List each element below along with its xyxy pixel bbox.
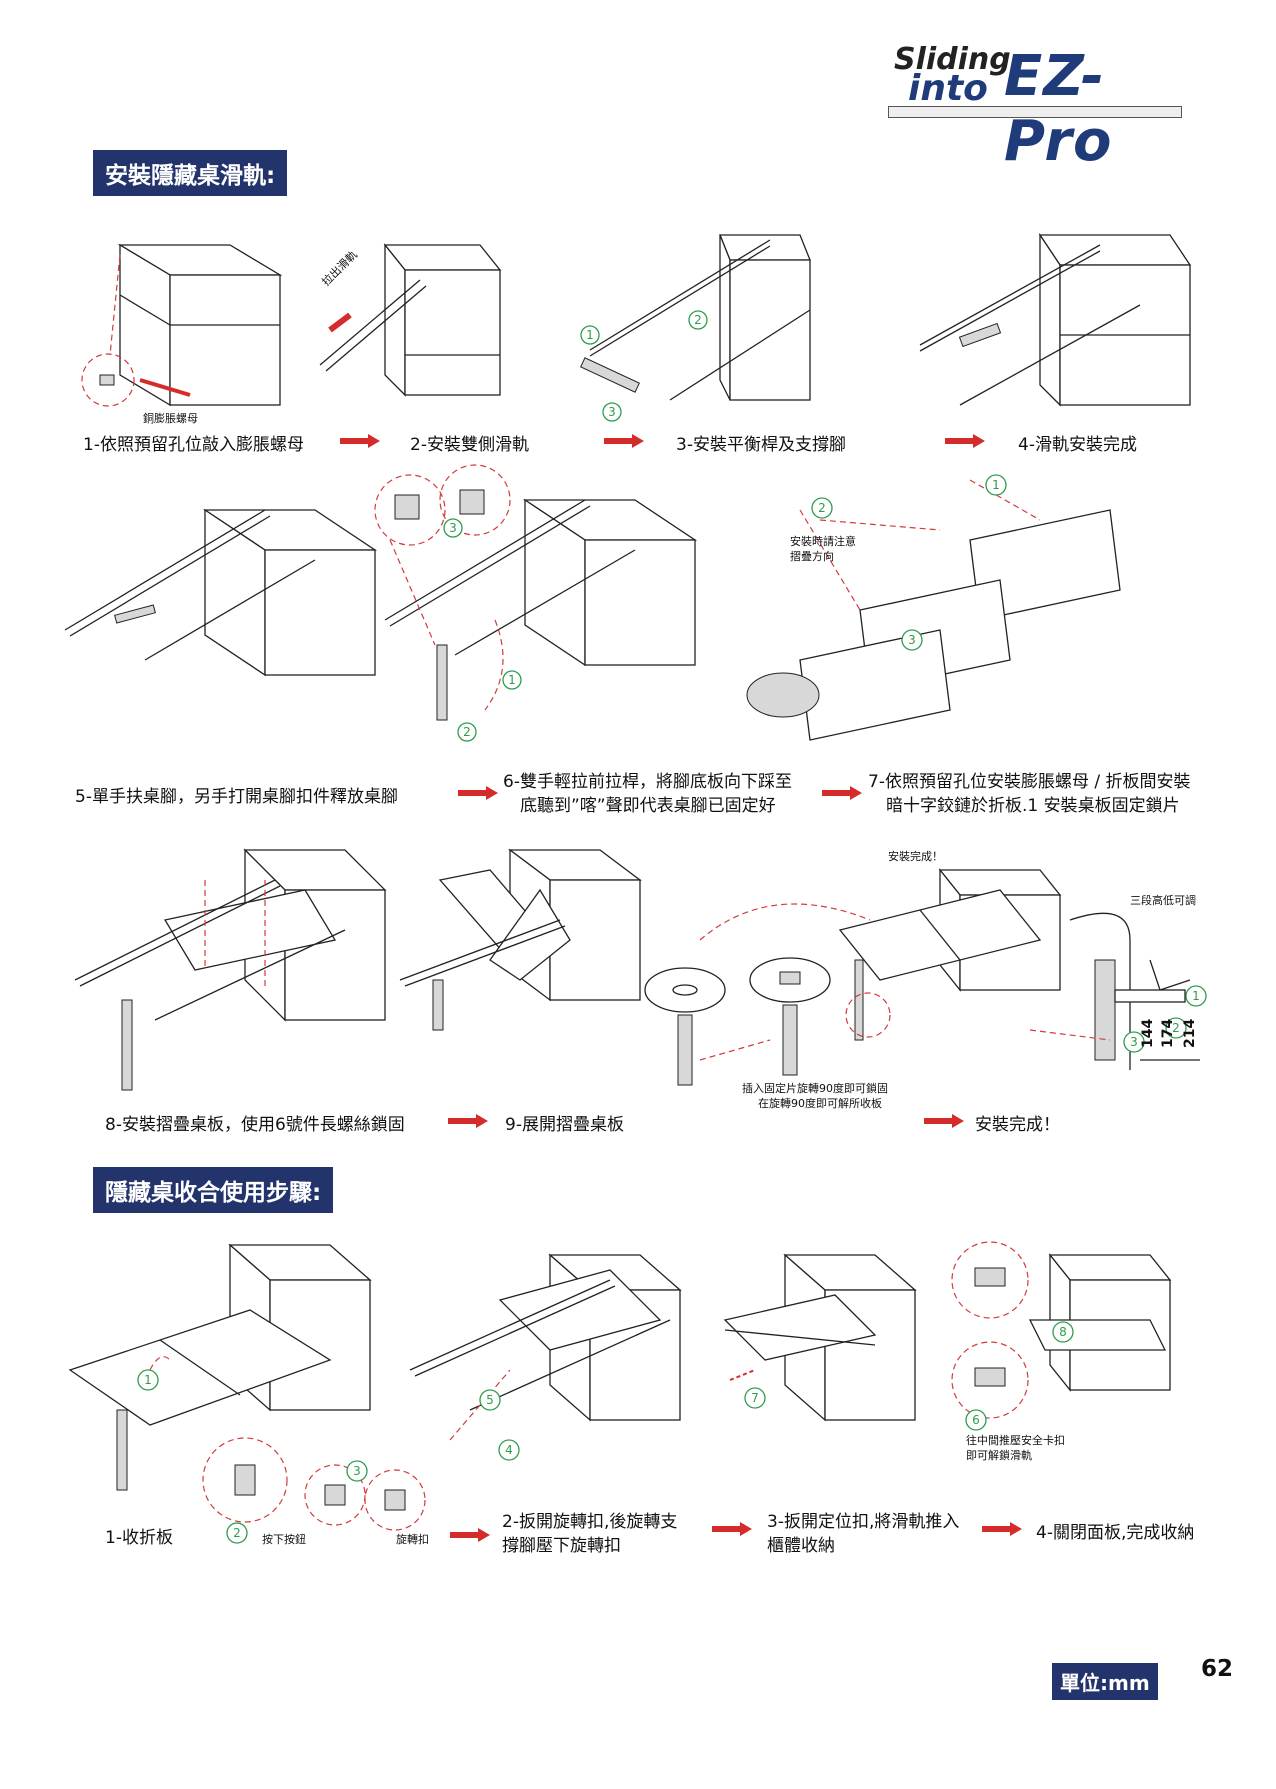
marker-1: 1 [508,673,516,687]
dimension-144: 144 [1140,1018,1156,1048]
nut-label: 銅膨脹螺母 [143,412,198,425]
red-arrow-icon [924,1114,964,1128]
marker-3: 3 [449,521,457,535]
fold-note-line2: 摺疊方向 [790,550,834,563]
unit-label: 單位:mm [1052,1663,1158,1700]
cabinet-diagram-step1 [81,243,283,407]
red-arrow-icon [450,1528,490,1542]
marker-7: 7 [751,1391,759,1405]
install-step-4: 4-滑軌安裝完成 [1018,435,1137,455]
red-arrow-icon [822,786,862,800]
install-step-7-line1: 7-依照預留孔位安裝膨脹螺母 / 折板間安裝 [868,772,1191,792]
marker-1: 1 [992,478,1000,492]
usage-step-2-line1: 2-扳開旋轉扣,後旋轉支 [502,1512,678,1532]
usage-step-3-line2: 櫃體收納 [767,1536,835,1556]
marker-2: 2 [1172,1021,1180,1035]
marker-3: 3 [353,1464,361,1478]
logo-word-sliding: Sliding [894,42,1011,77]
dimension-174: 174 [1160,1018,1176,1048]
cabinet-diagram-step4 [919,232,1192,407]
cabinet-diagram-finished [838,868,1062,1041]
cabinet-diagram-step8 [74,848,387,1091]
fold-note-line1: 安裝時請注意 [790,535,856,548]
install-step-8: 8-安裝摺疊桌板，使用6號件長螺絲鎖固 [105,1115,405,1135]
install-step-7-line2: 暗十字鉸鏈於折板.1 安裝桌板固定鎖片 [886,796,1180,816]
usage-diagram-step4: 8 6 [951,1241,1172,1431]
rotate-clip-label: 旋轉扣 [396,1533,429,1546]
marker-2: 2 [694,313,702,327]
marker-6: 6 [972,1413,980,1427]
press-button-label: 按下按鈕 [262,1533,306,1546]
install-step-3: 3-安裝平衡桿及支撐腳 [676,435,846,455]
marker-3: 3 [1130,1035,1138,1049]
usage-diagram-step2: 5 4 [409,1253,682,1461]
cabinet-diagram-step3: 1 2 3 [580,234,811,422]
folding-panel-diagram-step7: 1 2 3 [746,474,1121,741]
usage-diagram-step1: 1 [68,1243,372,1491]
install-section-title: 安裝隱藏桌滑軌: [93,150,288,196]
marker-2: 2 [233,1526,241,1540]
install-step-5: 5-單手扶桌腳，另手打開桌腳扣件釋放桌腳 [75,787,398,807]
install-step-9: 9-展開摺疊桌板 [505,1115,624,1135]
logo-brand: EZ-Pro [1004,44,1113,174]
done-small-label: 安裝完成！ [888,850,943,863]
marker-4: 4 [505,1443,513,1457]
safety-note-line2: 即可解鎖滑軌 [966,1449,1032,1462]
install-step-1: 1-依照預留孔位敲入膨脹螺母 [83,435,304,455]
marker-8: 8 [1059,1325,1067,1339]
logo-rail-graphic [888,106,1182,118]
cabinet-diagram-step6: 3 1 2 [374,464,698,742]
red-arrow-icon [340,434,380,448]
usage-step-2-line2: 撐腳壓下旋轉扣 [502,1536,621,1556]
safety-note-line1: 往中間推壓安全卡扣 [966,1434,1065,1447]
usage-diagram-step3: 7 [723,1253,917,1422]
usage-detail-buttons: 2 3 [202,1437,426,1544]
marker-5: 5 [486,1393,494,1407]
fixing-plate-diagram [644,903,871,1086]
red-arrow-icon [982,1522,1022,1536]
usage-step-3-line1: 3-扳開定位扣,將滑軌推入 [767,1512,960,1532]
brand-logo: Sliding into EZ-Pro [888,42,1188,174]
install-step-6-line1: 6-雙手輕拉前拉桿，將腳底板向下踩至 [503,772,792,792]
logo-word-into: into [908,68,988,109]
height-adjust-diagram: 1 2 3 [1029,912,1207,1070]
marker-2: 2 [463,725,471,739]
marker-2: 2 [818,501,826,515]
usage-step-1: 1-收折板 [105,1528,173,1548]
dimension-214: 214 [1182,1018,1198,1048]
cabinet-diagram-step5 [64,508,378,677]
marker-3: 3 [908,633,916,647]
marker-1: 1 [144,1373,152,1387]
red-arrow-icon [945,434,985,448]
marker-1: 1 [1192,989,1200,1003]
install-step-2: 2-安裝雙側滑軌 [410,435,529,455]
height-adjust-label: 三段高低可調 [1130,894,1196,907]
marker-3: 3 [608,405,616,419]
plate-note-line1: 插入固定片旋轉90度即可鎖固 [742,1082,888,1095]
page-number: 62 [1201,1656,1234,1682]
red-arrow-icon [448,1114,488,1128]
usage-step-4: 4-關閉面板,完成收納 [1036,1523,1195,1543]
red-arrow-icon [712,1522,752,1536]
cabinet-diagram-step2 [319,243,502,397]
cabinet-diagram-step9 [399,848,642,1031]
plate-note-line2: 在旋轉90度即可解所收板 [758,1097,882,1110]
marker-1: 1 [586,328,594,342]
install-step-6-line2: 底聽到”喀”聲即代表桌腳已固定好 [520,796,776,816]
red-arrow-icon [604,434,644,448]
install-complete: 安裝完成！ [975,1115,1060,1135]
red-arrow-icon [458,786,498,800]
usage-section-title: 隱藏桌收合使用步驟: [93,1167,334,1213]
